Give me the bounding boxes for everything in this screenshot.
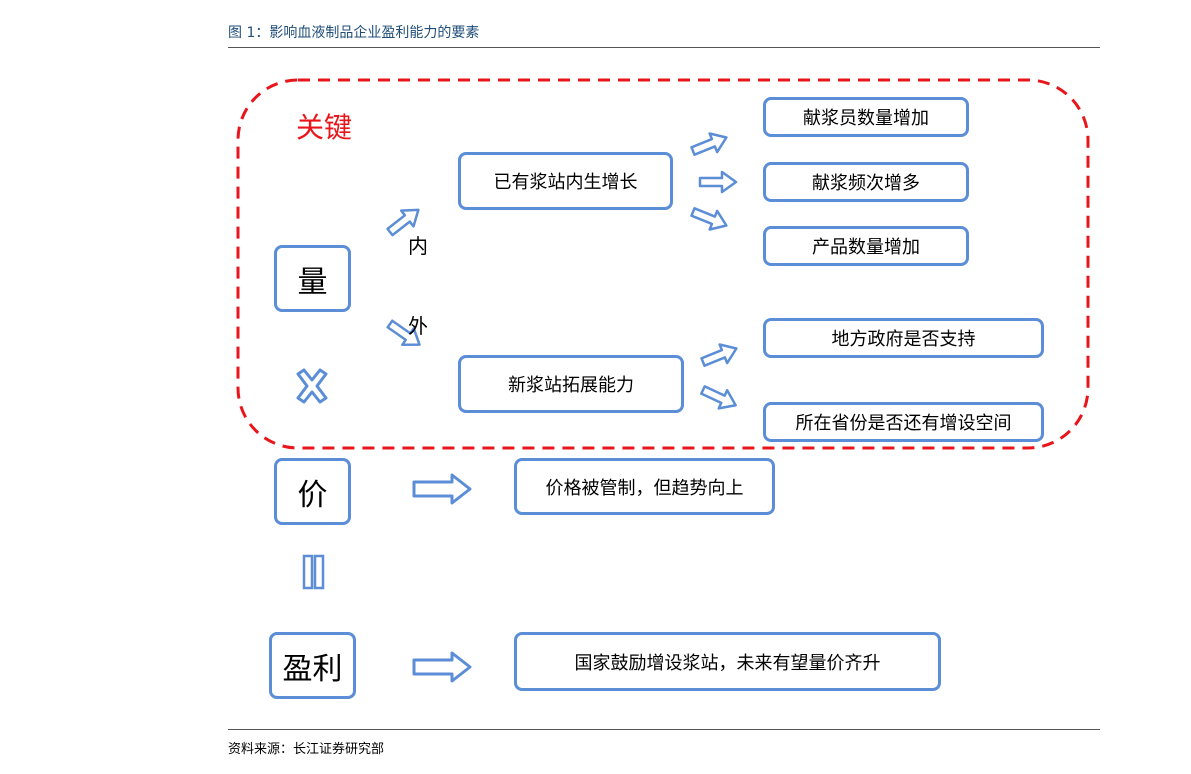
key-dashed-frame xyxy=(236,78,1090,450)
top-rule xyxy=(228,47,1100,48)
arrow-to-result-2 xyxy=(698,170,738,194)
arrow-to-result-1 xyxy=(688,126,732,162)
result-province-space: 所在省份是否还有增设空间 xyxy=(763,402,1044,442)
branch-label-internal: 内 xyxy=(408,234,428,258)
node-new-station: 新浆站拓展能力 xyxy=(458,355,684,413)
node-internal-growth: 已有浆站内生增长 xyxy=(458,152,673,210)
result-product-count: 产品数量增加 xyxy=(763,226,969,266)
factor-volume: 量 xyxy=(274,245,351,312)
result-profit: 国家鼓励增设浆站，未来有望量价齐升 xyxy=(514,632,941,691)
result-price: 价格被管制，但趋势向上 xyxy=(514,458,775,515)
result-donation-frequency: 献浆频次增多 xyxy=(763,162,969,202)
figure-caption: 图 1：影响血液制品企业盈利能力的要素 xyxy=(228,25,480,41)
times-operator-icon xyxy=(296,368,328,404)
arrow-profit xyxy=(412,651,472,683)
key-label: 关键 xyxy=(296,111,353,144)
factor-price: 价 xyxy=(274,458,351,525)
arrow-price xyxy=(412,473,472,505)
result-local-support: 地方政府是否支持 xyxy=(763,318,1044,358)
equals-operator-icon xyxy=(302,554,325,590)
result-donor-count: 献浆员数量增加 xyxy=(763,97,969,137)
arrow-to-ext-2 xyxy=(697,379,742,416)
arrow-to-result-3 xyxy=(688,201,732,237)
arrow-to-ext-1 xyxy=(698,337,742,373)
factor-profit: 盈利 xyxy=(269,632,356,699)
source-note: 资料来源：长江证券研究部 xyxy=(228,742,385,757)
bottom-rule xyxy=(228,729,1100,730)
branch-label-external: 外 xyxy=(408,314,428,338)
